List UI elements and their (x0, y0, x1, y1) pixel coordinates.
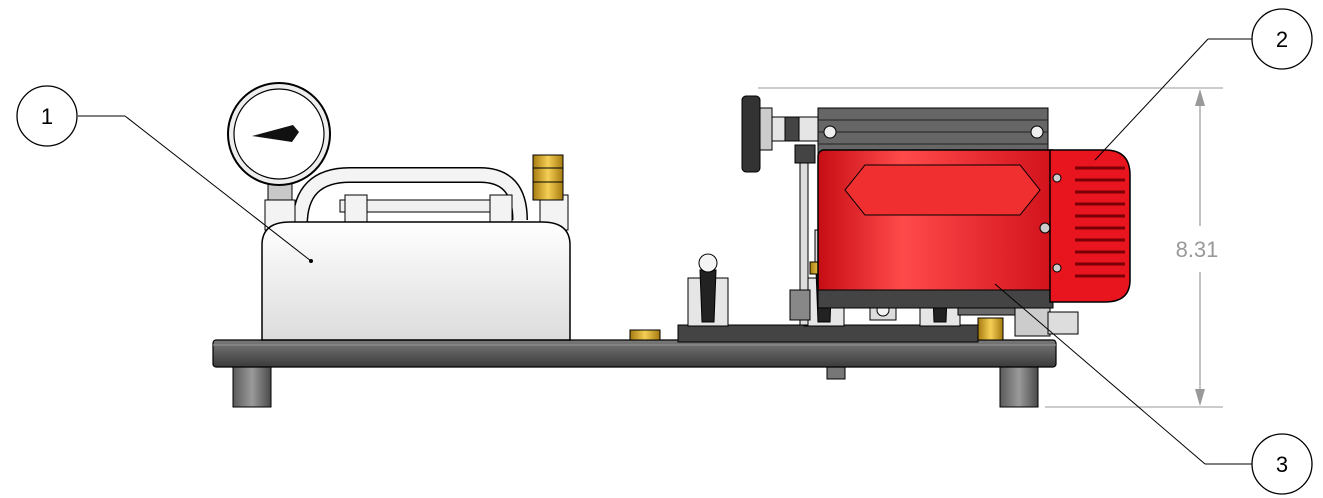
callout-2: 2 (1094, 8, 1313, 161)
foot-right (999, 364, 1039, 408)
arrow-bottom (1195, 389, 1205, 406)
callout-label: 2 (1276, 27, 1288, 52)
tank-assembly (227, 82, 571, 341)
gauge-needle (252, 125, 299, 142)
callout-label: 3 (1276, 452, 1288, 477)
arrow-top (1195, 89, 1205, 106)
motor-assembly (741, 95, 1131, 326)
base-plate (212, 339, 1057, 408)
callout-bubble (1251, 8, 1313, 70)
foot-left (232, 364, 272, 408)
callout-1: 1 (16, 85, 312, 262)
motor-end-cap (1049, 149, 1131, 303)
valve-knob-1 (699, 269, 717, 323)
callout-bubble (16, 85, 78, 147)
tank-body (261, 221, 571, 341)
shaft-knob (741, 95, 761, 173)
height-dimension: 8.31 (758, 87, 1223, 408)
callout-bubble (1251, 433, 1313, 495)
brass-fitting (532, 154, 564, 201)
callout-3: 3 (994, 283, 1313, 495)
fan-grille (1075, 166, 1125, 278)
plate (212, 339, 1057, 368)
callout-label: 1 (41, 104, 53, 129)
motor-heatsink (817, 107, 1049, 154)
dimension-value: 8.31 (1176, 237, 1219, 262)
